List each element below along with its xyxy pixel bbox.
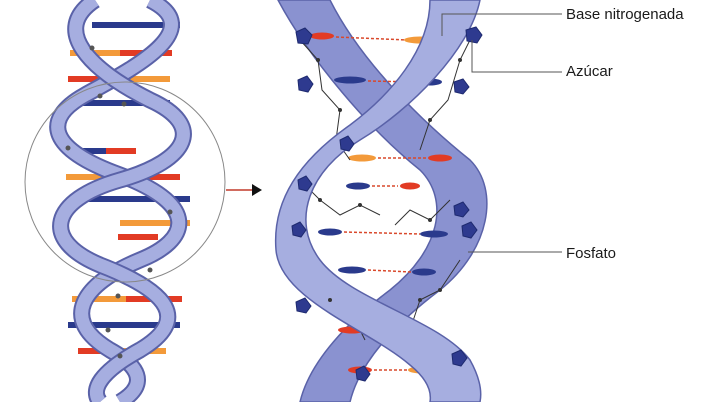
arrow-right-icon (226, 184, 262, 196)
base-pair-rung (106, 148, 136, 154)
base-pair (318, 229, 448, 238)
sugar-pentagon (466, 27, 482, 43)
sugar-pentagon (454, 79, 469, 94)
base-pair (348, 155, 452, 162)
label-fosfato: Fosfato (566, 245, 616, 263)
sugar-pentagon (298, 76, 313, 92)
label-azucar: Azúcar (566, 63, 613, 81)
enlarged-helix-section (276, 0, 487, 402)
label-base-nitrogenada: Base nitrogenada (566, 6, 684, 24)
base-pair-rung (118, 234, 158, 240)
base-pair (346, 183, 420, 190)
sugar-pentagon (296, 298, 311, 313)
pointer-azucar (472, 40, 562, 72)
double-helix-overview (58, 0, 190, 402)
